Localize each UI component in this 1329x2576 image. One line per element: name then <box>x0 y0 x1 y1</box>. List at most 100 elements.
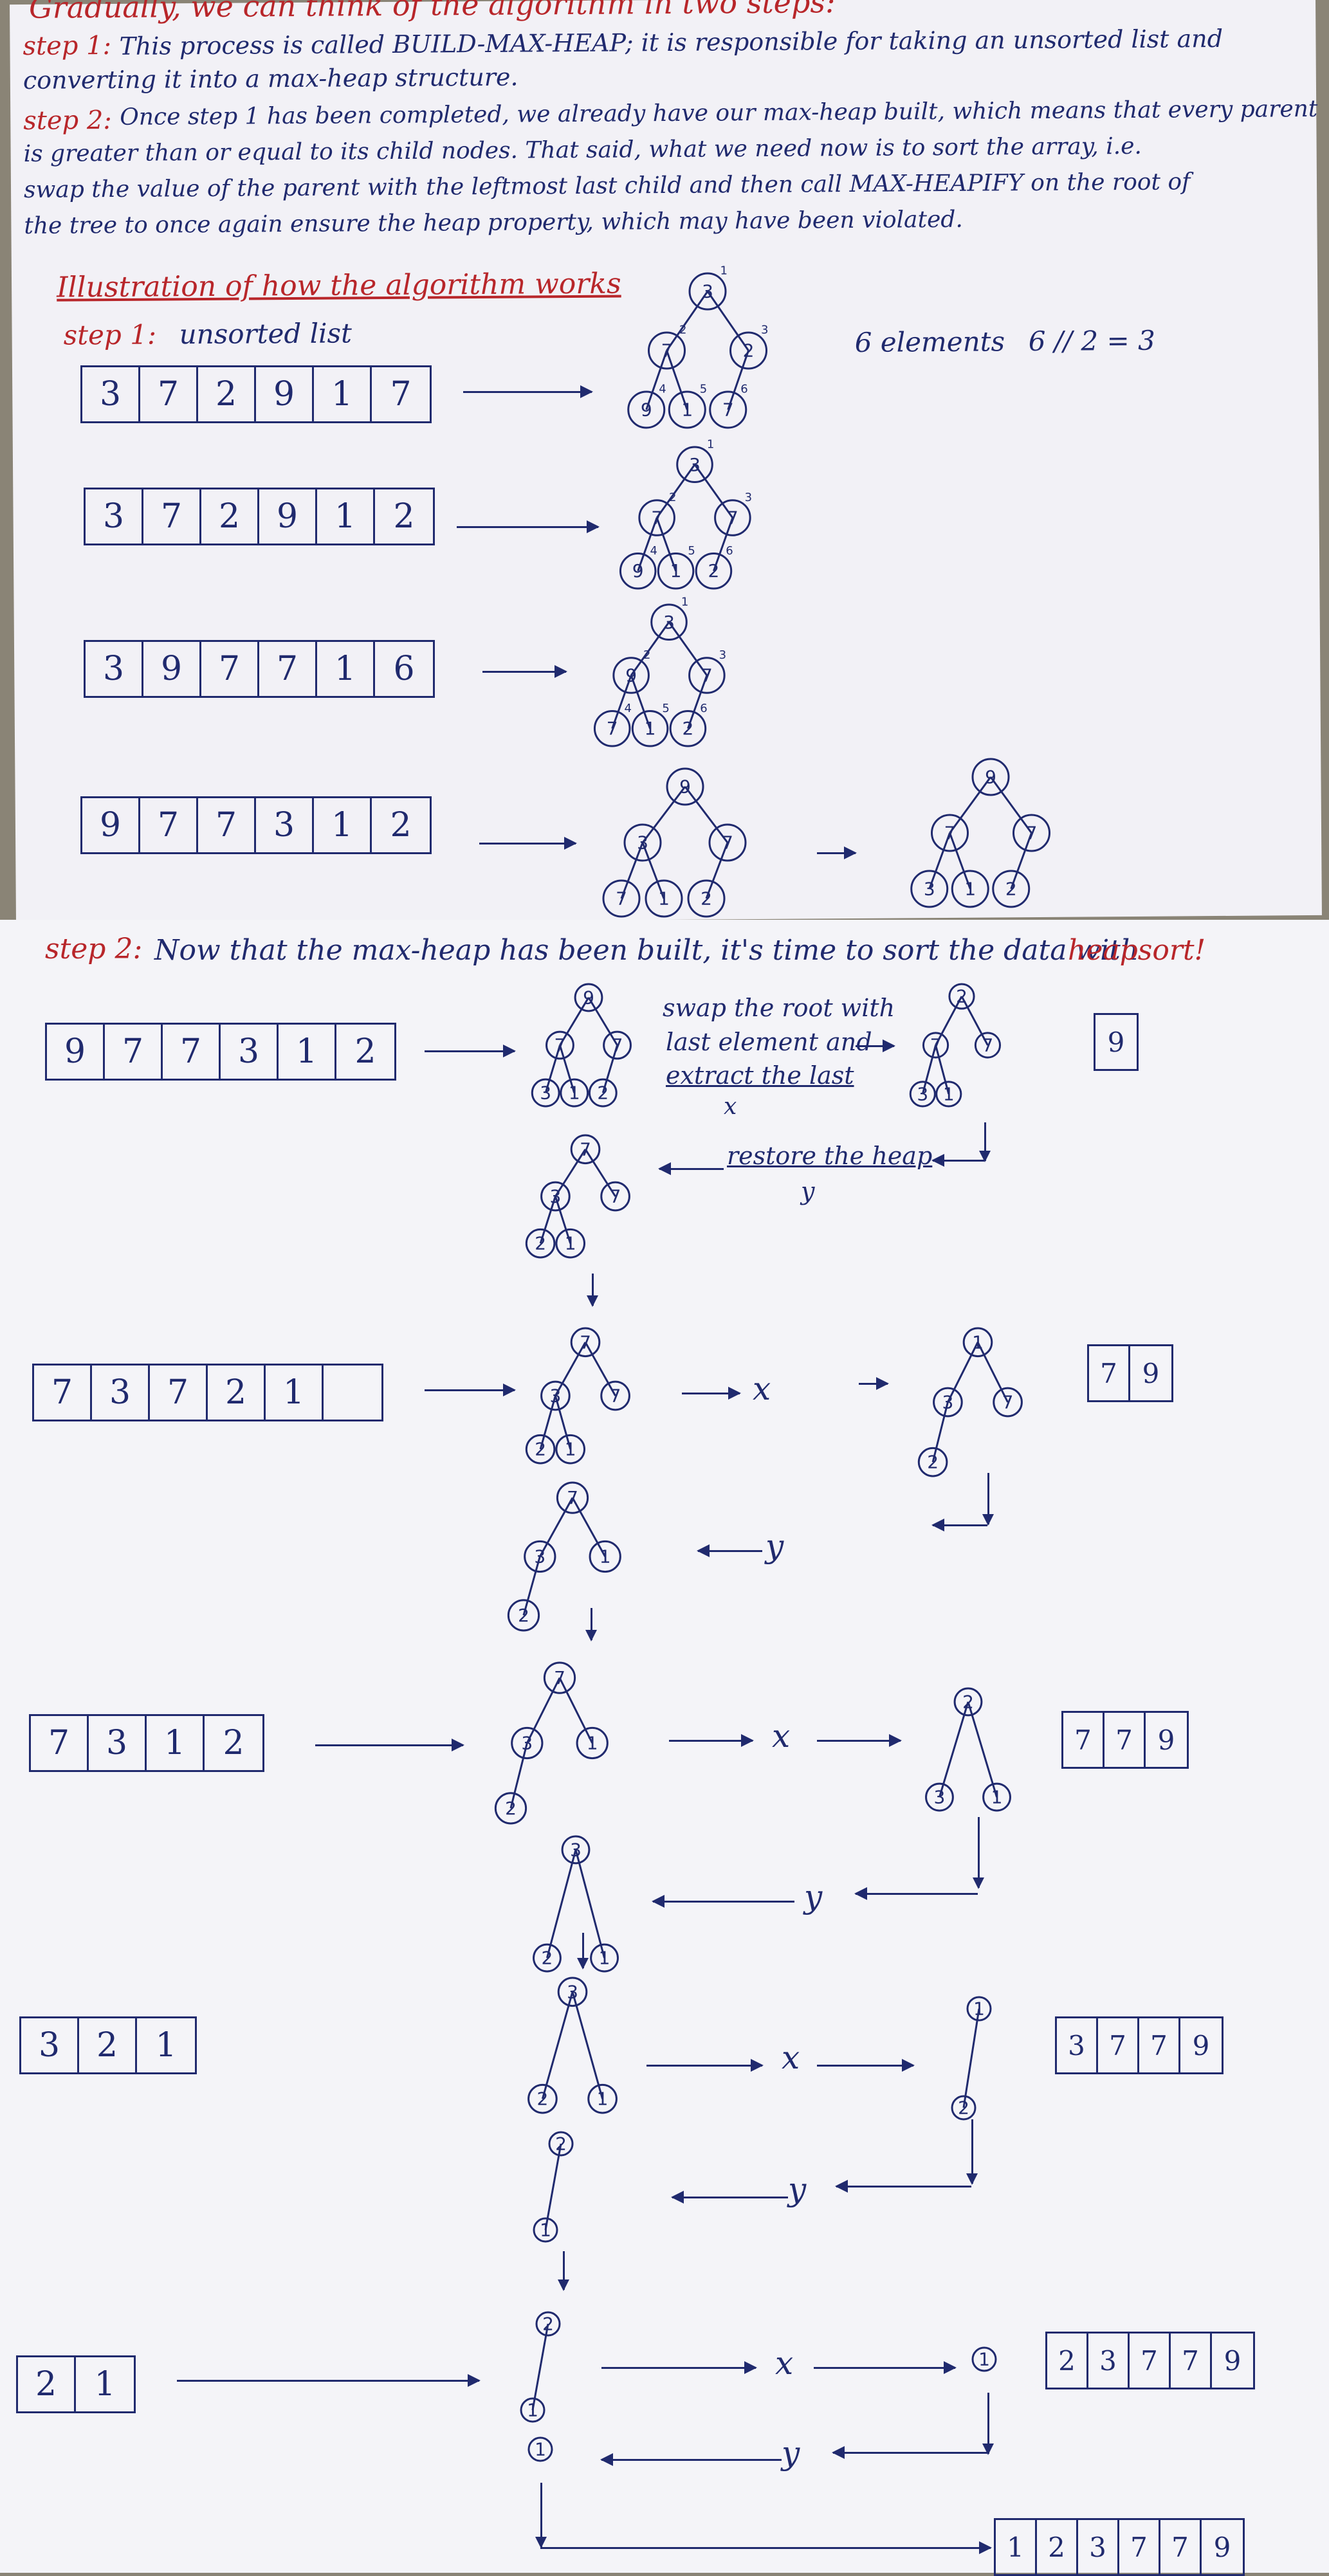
node-value: 3 <box>924 879 935 900</box>
node-circle <box>570 1327 601 1358</box>
node-value: 7 <box>580 1138 591 1160</box>
node-circle <box>729 331 767 370</box>
x-label: x <box>753 1370 771 1407</box>
step2-text-line3: swap the value of the parent with the le… <box>23 169 1191 203</box>
tree-node: 2 <box>525 1228 556 1259</box>
node-value: 2 <box>518 1605 529 1626</box>
node-value: 7 <box>722 399 734 421</box>
node-circle <box>576 1726 609 1760</box>
node-value: 7 <box>944 823 956 844</box>
tree-node: 1 <box>527 2436 553 2462</box>
tree-node: 2 <box>687 879 726 918</box>
arrow-down <box>558 2251 569 2291</box>
node-circle <box>695 552 733 590</box>
node-value: 2 <box>683 718 694 739</box>
array-cell: 7 <box>1139 2018 1180 2072</box>
array-cell: 7 <box>150 1366 208 1420</box>
node-value: 9 <box>625 665 637 686</box>
tree-edge <box>666 350 688 410</box>
tree-node: 3 <box>925 1782 954 1812</box>
node-circle <box>669 709 707 747</box>
node-circle <box>631 709 669 747</box>
tree-edge <box>620 842 644 899</box>
node-index: 3 <box>719 648 726 662</box>
arrow-right <box>669 1734 754 1747</box>
node-circle <box>992 870 1031 908</box>
tree-edge <box>555 1149 587 1197</box>
node-circle <box>953 1687 983 1717</box>
array-cell: 7 <box>198 798 256 852</box>
tree-node: 7 <box>708 823 747 862</box>
array-cell: 3 <box>21 2018 79 2072</box>
tree-node: 3 <box>910 870 949 908</box>
tree-edge <box>544 2143 562 2231</box>
tree-node: 3 <box>540 1380 571 1411</box>
tree-edge <box>509 1742 528 1809</box>
array-cell: 7 <box>34 1366 92 1420</box>
tree-node: 9 <box>574 983 603 1012</box>
array-cell: 9 <box>1107 1026 1125 1058</box>
arrow-right <box>315 1739 464 1751</box>
array-cell: 2 <box>201 489 259 544</box>
node-circle <box>657 552 695 590</box>
node-circle <box>974 1032 1002 1059</box>
tree-node: 7 <box>922 1032 949 1059</box>
y-label: y <box>788 2171 807 2208</box>
node-circle <box>535 2311 561 2337</box>
tree-edge <box>601 1045 618 1093</box>
node-value: 1 <box>973 1998 985 2020</box>
node-index: 4 <box>625 702 632 715</box>
node-value: 2 <box>536 2088 548 2110</box>
array-cell: 9 <box>1157 1724 1175 1756</box>
array-cell: 3 <box>92 1366 150 1420</box>
tree-edge <box>531 2323 549 2411</box>
node-circle <box>909 1081 936 1108</box>
node-value: 2 <box>958 2097 969 2119</box>
node-value: 7 <box>1026 823 1038 844</box>
node-circle <box>922 1032 949 1059</box>
tree-edge <box>668 621 708 676</box>
node-value: 1 <box>670 560 682 581</box>
array-cell: 9 <box>1224 2344 1242 2377</box>
array-cell: 1 <box>266 1366 324 1420</box>
node-circle <box>971 758 1010 796</box>
node-circle <box>557 1977 588 2007</box>
tree-edge <box>935 1045 950 1095</box>
node-circle <box>666 767 704 806</box>
tree-edge <box>645 350 668 410</box>
tree-edge <box>921 1045 937 1095</box>
y-label: y <box>782 2434 800 2472</box>
tree-node: 3 <box>909 1081 936 1108</box>
tree-node: 92 <box>612 648 650 694</box>
array-cell: 7 <box>1098 2018 1139 2072</box>
node-value: 3 <box>934 1787 946 1808</box>
node-value: 2 <box>505 1798 517 1819</box>
node-index: 2 <box>643 648 650 662</box>
node-value: 7 <box>701 665 713 686</box>
step2-text-line1: Once step 1 has been completed, we alrea… <box>120 95 1318 131</box>
tree-edge <box>976 1342 1009 1403</box>
step1-heading: step 1: <box>23 31 112 61</box>
y-label: y <box>801 1177 815 1205</box>
array-cell: 7 <box>259 642 317 696</box>
build-step-label: step 1: <box>63 318 157 351</box>
arrow-down <box>979 1122 991 1162</box>
tree-node: 31 <box>650 595 688 641</box>
node-index: 2 <box>679 323 686 336</box>
node-index: 6 <box>740 382 747 396</box>
node-value: 7 <box>555 1035 566 1056</box>
tree-node: 2 <box>917 1447 948 1477</box>
node-index: 6 <box>726 544 733 558</box>
arrow-down <box>973 1817 984 1889</box>
array-cell: 7 <box>1104 1713 1146 1767</box>
array-cell: 9 <box>143 642 201 696</box>
tree-node: 23 <box>729 323 768 370</box>
node-value: 1 <box>964 879 976 900</box>
tree-edge <box>687 675 708 729</box>
arrow-down <box>577 1933 589 1969</box>
